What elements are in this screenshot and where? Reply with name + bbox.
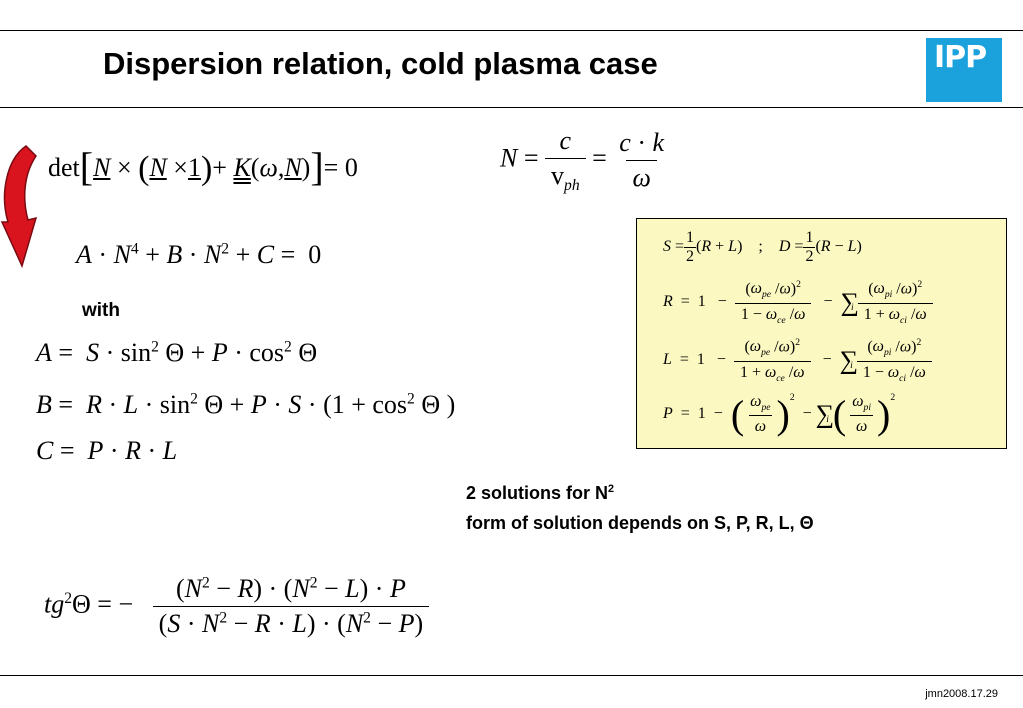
with-label: with — [82, 300, 120, 321]
determinant-equation: det[N × (N ×1)+ K(ω,N)]= 0 — [48, 144, 358, 189]
page-title: Dispersion relation, cold plasma case — [103, 46, 658, 81]
ipp-logo: IPP — [926, 38, 1002, 102]
curved-arrow-icon — [0, 145, 38, 269]
tangent-equation: tg2Θ = − (N2 − R) · (N2 − L) · P (S · N2… — [44, 574, 430, 639]
footer-code: jmn2008.17.29 — [925, 688, 998, 700]
logo-text: IPP — [934, 40, 987, 75]
solutions-note: 2 solutions for N2 — [466, 483, 615, 503]
footer-rule — [0, 675, 1023, 676]
coefficient-a: A = S · sin2 Θ + P · cos2 Θ — [36, 338, 318, 367]
biquadratic-equation: A · N4 + B · N2 + C = 0 — [76, 240, 322, 269]
coefficient-c: C = P · R · L — [36, 436, 178, 465]
coefficient-b: B = R · L · sin2 Θ + P · S · (1 + cos2 Θ… — [36, 390, 456, 419]
title-rule — [0, 107, 1023, 108]
top-rule — [0, 30, 1023, 31]
solution-form-note: form of solution depends on S, P, R, L, … — [466, 513, 814, 533]
